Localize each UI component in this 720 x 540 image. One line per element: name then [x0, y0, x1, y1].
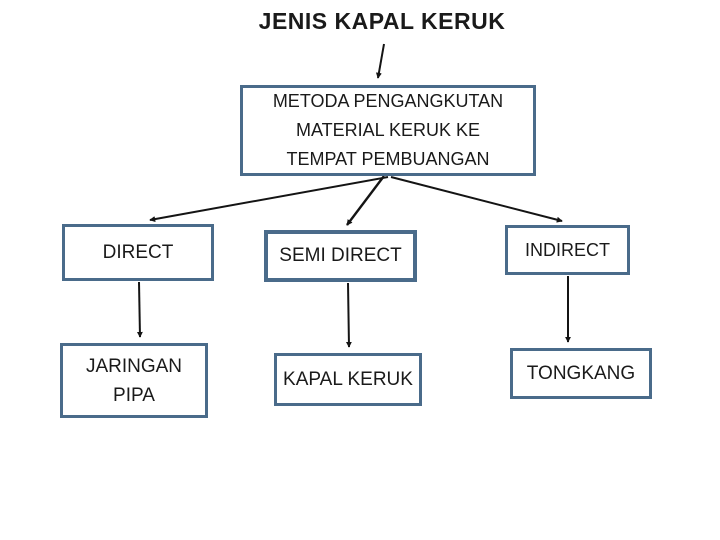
node-tongkang-label: TONGKANG: [526, 362, 636, 384]
node-direct: DIRECT: [62, 224, 214, 281]
node-indirect: INDIRECT: [505, 225, 630, 275]
node-semi-direct-label: SEMI DIRECT: [279, 245, 402, 266]
node-kapal-keruk-label: KAPAL KERUK: [283, 368, 413, 390]
edge-title-to-metoda-arrow: [375, 43, 385, 79]
edge-metoda-to-indirect-arrow: [390, 176, 563, 223]
node-metoda-pengangkutan: METODA PENGANGKUTAN MATERIAL KERUK KE TE…: [240, 85, 536, 176]
node-tongkang: TONGKANG: [510, 348, 652, 399]
edge-semi-to-kapal-arrow: [345, 282, 352, 348]
page-title: JENIS KAPAL KERUK: [258, 8, 506, 34]
edge-metoda-to-direct-arrow: [149, 176, 389, 223]
edge-direct-to-jaringan-arrow: [136, 281, 143, 338]
node-semi-direct: SEMI DIRECT: [264, 230, 417, 282]
node-jaringan-pipa-label: JARINGAN PIPA: [85, 355, 183, 406]
node-direct-label: DIRECT: [102, 241, 174, 263]
node-jaringan-pipa: JARINGAN PIPA: [60, 343, 208, 418]
node-kapal-keruk: KAPAL KERUK: [274, 353, 422, 406]
edge-metoda-to-semi-arrow: [346, 175, 385, 226]
node-indirect-label: INDIRECT: [525, 240, 610, 260]
node-metoda-label: METODA PENGANGKUTAN MATERIAL KERUK KE TE…: [272, 91, 504, 169]
